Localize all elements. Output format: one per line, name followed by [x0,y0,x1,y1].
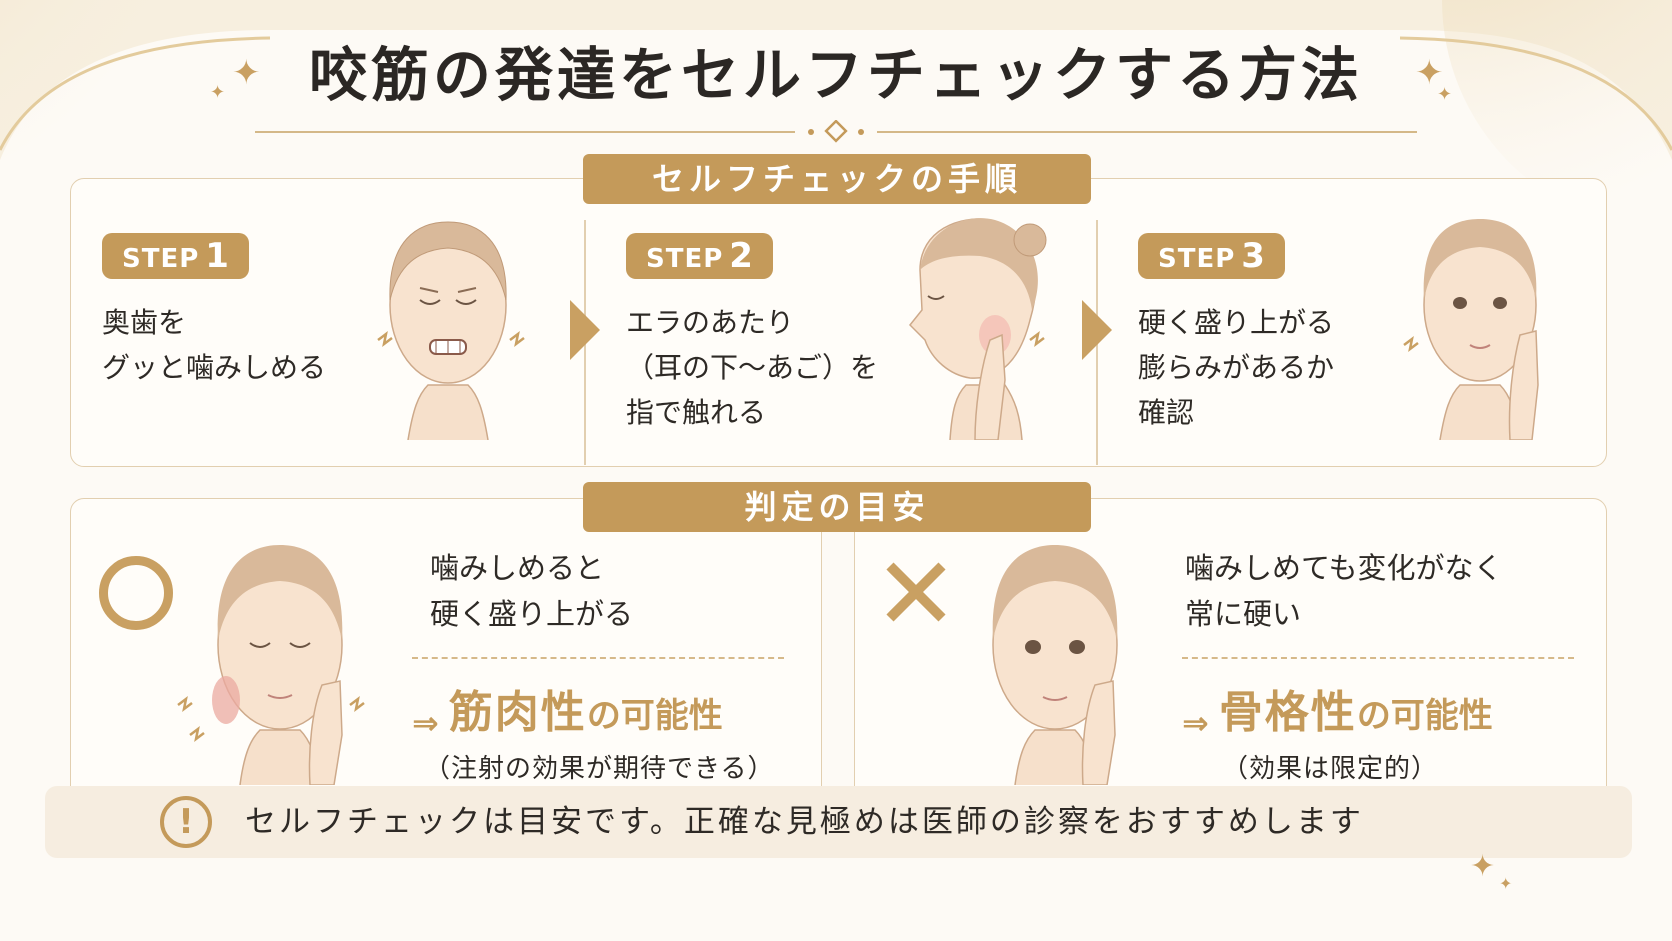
positive-suffix: の可能性 [586,696,723,736]
sparkle-icon: ✦ [1499,874,1513,893]
negative-type: 骨格性 [1218,687,1357,738]
step-number: 1 [205,236,229,276]
exclamation-icon: ! [160,796,212,848]
negative-description: 噛みしめても変化がなく 常に硬い [1185,551,1503,631]
page-title: 咬筋の発達をセルフチェックする方法 [308,41,1363,109]
step-3-text: 硬く盛り上がる 膨らみがあるか 確認 [1138,306,1335,429]
negative-result: ⇒骨格性の可能性 [1182,676,1493,742]
step-arrow-icon [1082,300,1112,360]
face-profile-touch-illustration [908,218,1047,440]
circle-mark-icon [99,556,173,630]
face-clench-positive-illustration [177,545,365,785]
face-clenching-illustration [377,221,525,440]
face-neutral-illustration [992,545,1118,785]
sparkle-icon: ✦ [1437,84,1453,105]
positive-note: （注射の効果が期待できる） [424,754,775,784]
criteria-heading: 判定の目安 [583,482,1091,532]
positive-criteria-panel [70,498,822,813]
positive-dashed-rule [412,657,784,659]
positive-description: 噛みしめると 硬く盛り上がる [430,551,634,631]
footer-note-bar [45,786,1632,858]
positive-result: ⇒筋肉性の可能性 [412,676,723,742]
result-arrow-icon: ⇒ [412,703,439,742]
negative-note: （効果は限定的） [1222,754,1439,784]
cross-mark-icon [886,562,946,622]
step-word: STEP [1158,244,1236,274]
positive-type: 筋肉性 [448,687,587,738]
result-arrow-icon: ⇒ [1182,703,1209,742]
negative-suffix: の可能性 [1356,696,1493,736]
step-number: 2 [729,236,753,276]
negative-dashed-rule [1182,657,1574,659]
step-1-text: 奥歯を グッと噛みしめる [102,306,327,384]
title-divider [255,120,1417,143]
sparkle-icon: ✦ [1470,849,1496,884]
negative-criteria-panel [854,498,1607,813]
procedure-heading: セルフチェックの手順 [583,154,1091,204]
procedure-panel [70,178,1607,467]
sparkle-icon: ✦ [232,53,261,93]
step-number: 3 [1241,236,1265,276]
face-checking-illustration [1403,219,1539,440]
step-word: STEP [122,244,200,274]
sparkle-icon: ✦ [1415,53,1444,93]
step-2-text: エラのあたり （耳の下～あご）を 指で触れる [626,306,879,429]
sparkle-icon: ✦ [210,82,226,103]
step-arrow-icon [570,300,600,360]
footer-note-text: セルフチェックは目安です。正確な見極めは医師の診察をおすすめします [245,804,1364,840]
step-word: STEP [646,244,724,274]
